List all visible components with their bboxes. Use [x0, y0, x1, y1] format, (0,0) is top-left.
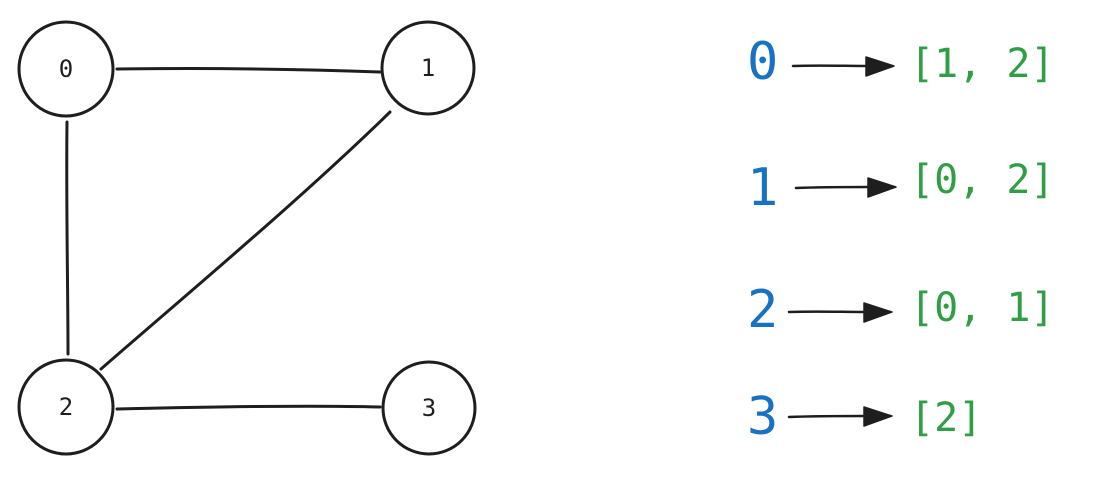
edge-0-2	[65, 120, 70, 356]
graph-node-3: 3	[381, 360, 477, 456]
adjacency-row-3: 3 [2]	[747, 387, 982, 447]
arrow-right-icon	[787, 406, 893, 427]
adjacency-key: 3	[747, 387, 778, 447]
edge-0-1	[115, 67, 382, 74]
adjacency-list: 0 [1, 2] 1 [0, 2] 2 [0, 1] 3	[747, 32, 1055, 447]
adjacency-row-0: 0 [1, 2]	[747, 32, 1055, 92]
adjacency-key: 1	[747, 158, 778, 218]
graph-node-0: 0	[17, 20, 115, 118]
node-label: 2	[59, 393, 73, 421]
graph-node-1: 1	[380, 20, 476, 116]
graph-edges	[65, 67, 392, 411]
graph-nodes: 0 1 2 3	[17, 20, 477, 456]
adjacency-row-1: 1 [0, 2]	[747, 157, 1055, 218]
graph-node-2: 2	[17, 358, 115, 456]
node-circle	[380, 20, 476, 116]
arrow-right-icon	[791, 56, 895, 77]
node-label: 1	[421, 54, 435, 82]
edge-2-3	[115, 404, 382, 411]
edge-1-2	[99, 110, 392, 371]
adjacency-row-2: 2 [0, 1]	[747, 280, 1055, 340]
adjacency-values: [0, 1]	[910, 285, 1055, 331]
adjacency-values: [0, 2]	[910, 157, 1055, 203]
arrow-right-icon	[787, 302, 893, 323]
node-label: 0	[59, 55, 73, 83]
adjacency-values: [1, 2]	[910, 41, 1055, 87]
adjacency-key: 2	[747, 280, 778, 340]
node-label: 3	[422, 394, 436, 422]
node-circle	[381, 360, 477, 456]
node-circle	[17, 20, 115, 118]
adjacency-key: 0	[747, 32, 778, 92]
arrow-right-icon	[794, 177, 897, 198]
adjacency-values: [2]	[910, 395, 982, 441]
node-circle	[17, 358, 115, 456]
